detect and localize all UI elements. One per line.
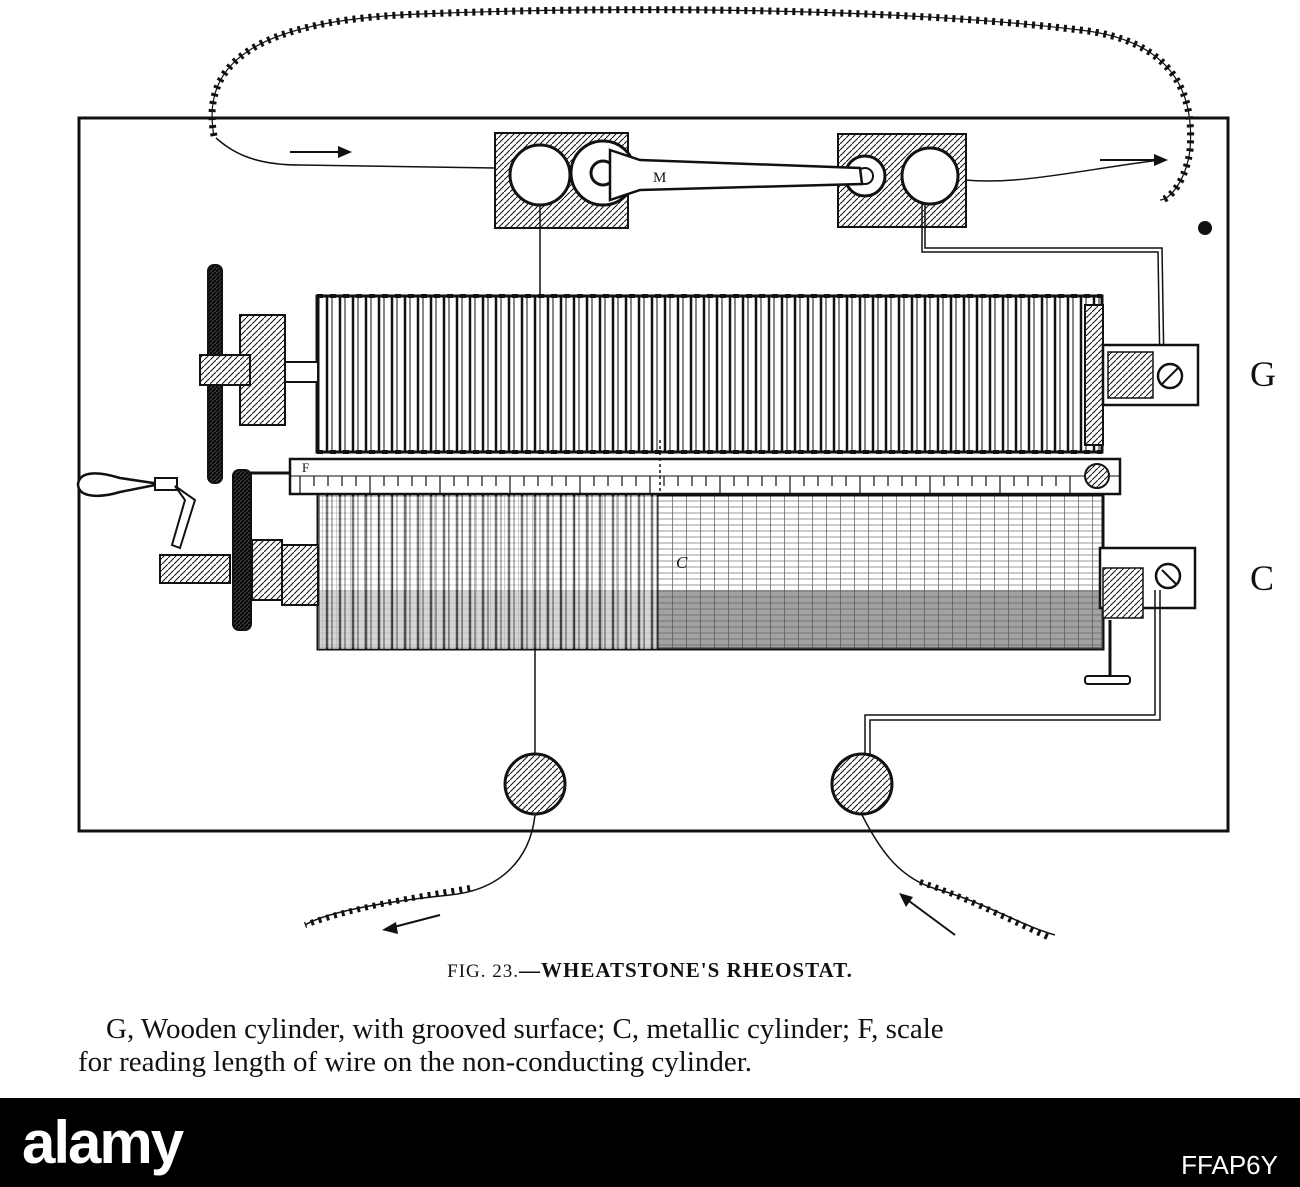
terminal-bottom-left [503, 752, 567, 816]
scale-ticks [299, 476, 1071, 494]
label-c-small: C [676, 553, 688, 572]
coil-wire-left [304, 814, 536, 926]
coil-wire-right [861, 814, 1056, 936]
wooden-cylinder [315, 294, 1104, 454]
output-wire [964, 159, 1161, 182]
terminal-bottom-right [830, 752, 894, 816]
description-line-1: G, Wooden cylinder, with grooved surface… [106, 1013, 944, 1045]
label-f: F [302, 460, 309, 475]
input-wire [215, 137, 496, 169]
label-c: C [1250, 558, 1275, 598]
description-line-2: for reading length of wire on the non-co… [78, 1046, 753, 1078]
image-code: FFAP6Y [1181, 1150, 1278, 1180]
figure-caption: FIG. 23.—WHEATSTONE'S RHEOSTAT. [0, 958, 1300, 983]
switch-lever [608, 148, 864, 202]
rheostat-illustration: M F C [76, 6, 1230, 941]
stock-logo: alamy [22, 1109, 184, 1176]
stock-watermark-bar: alamy FFAP6Y [0, 1098, 1300, 1187]
figure-number: FIG. 23. [447, 961, 520, 982]
label-g: G [1250, 354, 1276, 394]
figure-description: G, Wooden cylinder, with grooved surface… [78, 1013, 1278, 1079]
figure-title: —WHEATSTONE'S RHEOSTAT. [519, 958, 853, 982]
label-m: M [653, 170, 666, 186]
